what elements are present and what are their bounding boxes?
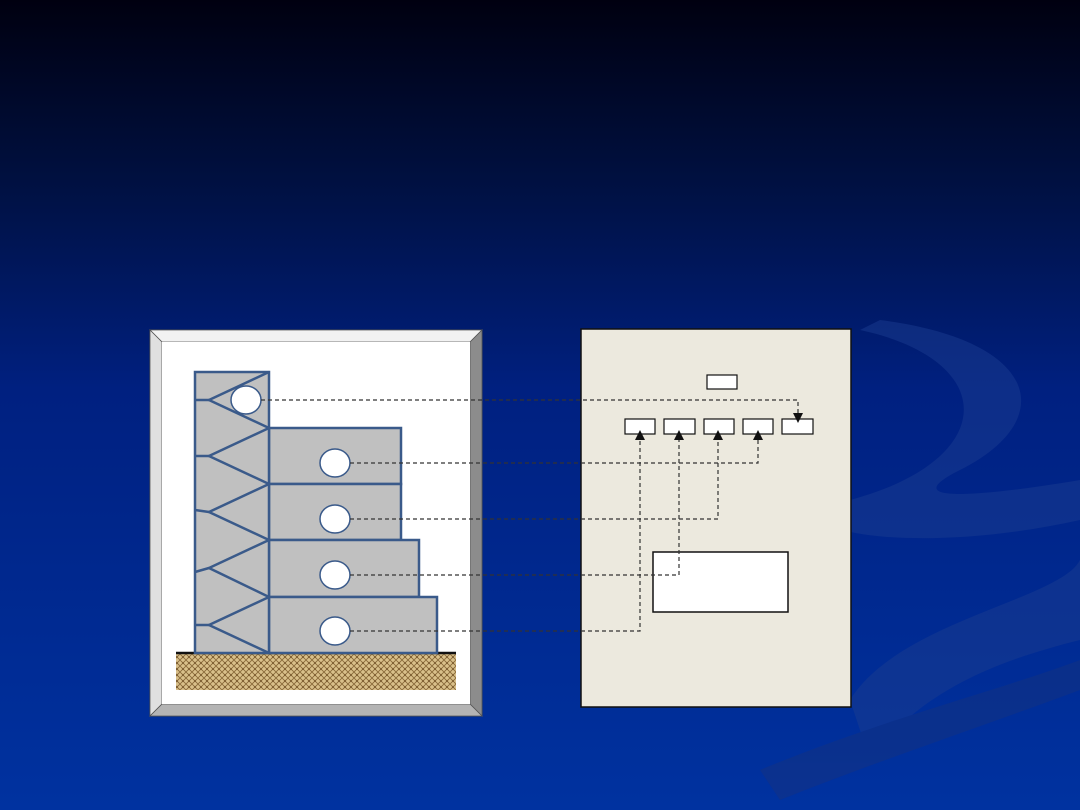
sensors <box>230 385 351 646</box>
processor-box <box>652 551 789 613</box>
channel-3 <box>703 418 735 435</box>
sensor-5 <box>319 616 351 646</box>
channel-boxes <box>624 418 814 435</box>
channel-4 <box>742 418 774 435</box>
connection-2 <box>350 430 763 464</box>
control-panel <box>580 328 852 708</box>
channel-1 <box>624 418 656 435</box>
sensor-3 <box>319 504 351 534</box>
floor-block-5 <box>267 595 439 655</box>
connection-4 <box>350 430 684 576</box>
top-box <box>706 374 738 390</box>
channel-5 <box>781 418 814 435</box>
sensor-1 <box>230 385 262 415</box>
core-bracing <box>194 370 270 655</box>
sensor-4 <box>319 560 351 590</box>
sensor-2 <box>319 448 351 478</box>
connection-lines <box>261 399 803 632</box>
ground <box>176 654 456 690</box>
connection-5 <box>350 430 645 632</box>
channel-2 <box>663 418 696 435</box>
connection-1 <box>261 399 803 423</box>
building-panel <box>149 329 483 717</box>
connection-3 <box>350 430 723 520</box>
